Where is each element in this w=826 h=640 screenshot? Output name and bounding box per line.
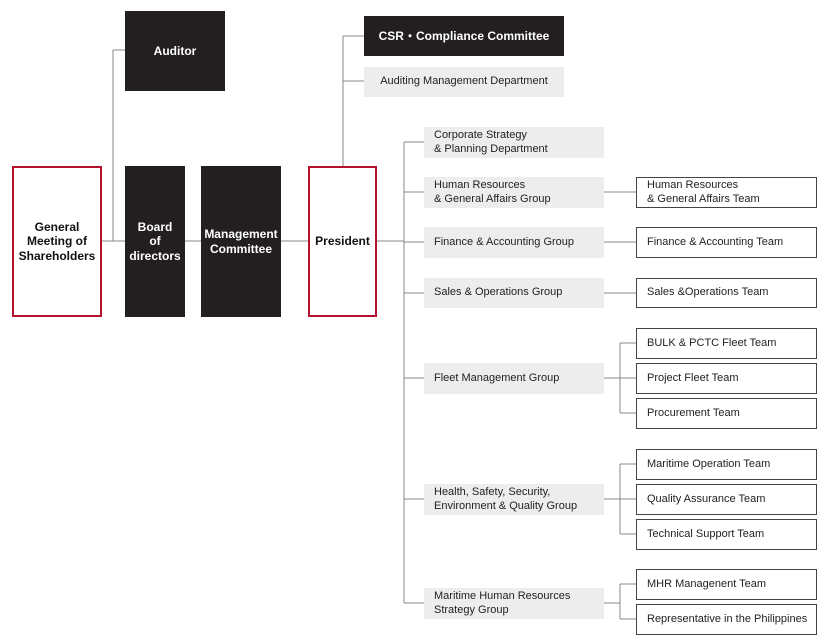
csr-committee-box: CSR・Compliance Committee: [364, 16, 564, 56]
group-finance-accounting: Finance & Accounting Group: [424, 227, 604, 258]
team-project-fleet: Project Fleet Team: [636, 363, 817, 394]
team-finance-accounting: Finance & Accounting Team: [636, 227, 817, 258]
team-label: Maritime Operation Team: [647, 457, 771, 470]
board-label: Board of directors: [129, 219, 181, 263]
group-label: Health, Safety, Security, Environment & …: [434, 486, 578, 512]
president-box: President: [308, 166, 377, 317]
team-label: BULK & PCTC Fleet Team: [647, 336, 777, 349]
shareholders-box: General Meeting of Shareholders: [12, 166, 102, 317]
group-hr-general-affairs: Human Resources & General Affairs Group: [424, 177, 604, 208]
group-label: Sales & Operations Group: [434, 286, 563, 299]
group-fleet-management: Fleet Management Group: [424, 363, 604, 394]
team-mhr-management: MHR Managenent Team: [636, 569, 817, 600]
team-label: Quality Assurance Team: [647, 492, 766, 505]
auditor-box: Auditor: [125, 11, 225, 91]
corporate-strategy-box: Corporate Strategy & Planning Department: [424, 127, 604, 158]
group-label: Fleet Management Group: [434, 371, 560, 384]
group-maritime-hr-strategy: Maritime Human Resources Strategy Group: [424, 588, 604, 619]
team-label: Sales &Operations Team: [647, 286, 769, 299]
team-label: Human Resources & General Affairs Team: [647, 179, 760, 205]
auditing-department-label: Auditing Management Department: [380, 75, 548, 88]
president-label: President: [315, 234, 370, 249]
corporate-strategy-label: Corporate Strategy & Planning Department: [434, 129, 548, 155]
team-sales-operations: Sales &Operations Team: [636, 278, 817, 308]
team-maritime-operation: Maritime Operation Team: [636, 449, 817, 480]
group-sales-operations: Sales & Operations Group: [424, 278, 604, 308]
team-quality-assurance: Quality Assurance Team: [636, 484, 817, 515]
group-label: Human Resources & General Affairs Group: [434, 179, 551, 205]
group-label: Finance & Accounting Group: [434, 235, 575, 248]
team-representative-philippines: Representative in the Philippines: [636, 604, 817, 635]
shareholders-label: General Meeting of Shareholders: [18, 219, 96, 263]
management-committee-box: Management Committee: [201, 166, 281, 317]
group-label: Maritime Human Resources Strategy Group: [434, 590, 571, 616]
team-label: Representative in the Philippines: [647, 612, 808, 625]
team-hr-general-affairs: Human Resources & General Affairs Team: [636, 177, 817, 208]
auditor-label: Auditor: [153, 43, 197, 58]
team-procurement: Procurement Team: [636, 398, 817, 429]
management-committee-label: Management Committee: [204, 227, 278, 256]
team-label: Project Fleet Team: [647, 371, 739, 384]
team-label: MHR Managenent Team: [647, 577, 767, 590]
team-bulk-pctc-fleet: BULK & PCTC Fleet Team: [636, 328, 817, 359]
auditing-department-box: Auditing Management Department: [364, 67, 564, 97]
team-label: Technical Support Team: [647, 527, 765, 540]
group-hsseq: Health, Safety, Security, Environment & …: [424, 484, 604, 515]
csr-committee-label: CSR・Compliance Committee: [378, 28, 550, 43]
team-label: Procurement Team: [647, 406, 740, 419]
team-technical-support: Technical Support Team: [636, 519, 817, 550]
team-label: Finance & Accounting Team: [647, 235, 784, 248]
board-box: Board of directors: [125, 166, 185, 317]
